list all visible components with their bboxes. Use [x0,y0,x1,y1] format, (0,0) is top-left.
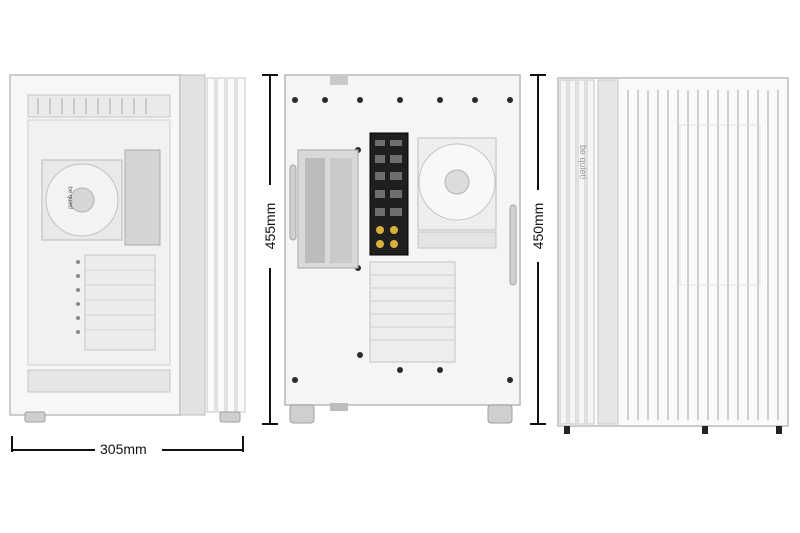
foot [564,426,570,434]
top-handle [330,75,348,85]
foot [289,404,315,424]
front-fins [206,77,246,413]
logo-strip [597,79,619,425]
fan-logo: be quiet! [66,186,73,210]
mb-tray [124,149,161,246]
rear-height-dimension [262,74,278,425]
foot [487,404,513,424]
rear-height-label: 455mm [262,202,278,250]
foot [219,411,241,423]
foot [776,426,782,434]
side-height-label: 450mm [530,202,546,250]
side-logo: be quiet! [578,145,588,180]
width-dimension-label: 305mm [100,441,147,457]
side-height-dimension [530,74,546,425]
bottom-vent [27,369,171,393]
foot [24,411,46,423]
rear-view [262,74,521,425]
psu-grill [84,254,156,351]
pci-slots [369,261,456,363]
foot [702,426,708,434]
front-pillar [179,74,206,416]
side-view [530,74,789,434]
width-dimension [11,436,244,452]
side-panel [557,77,789,427]
inner-fan-shadow [679,124,761,286]
front-view [9,74,246,452]
